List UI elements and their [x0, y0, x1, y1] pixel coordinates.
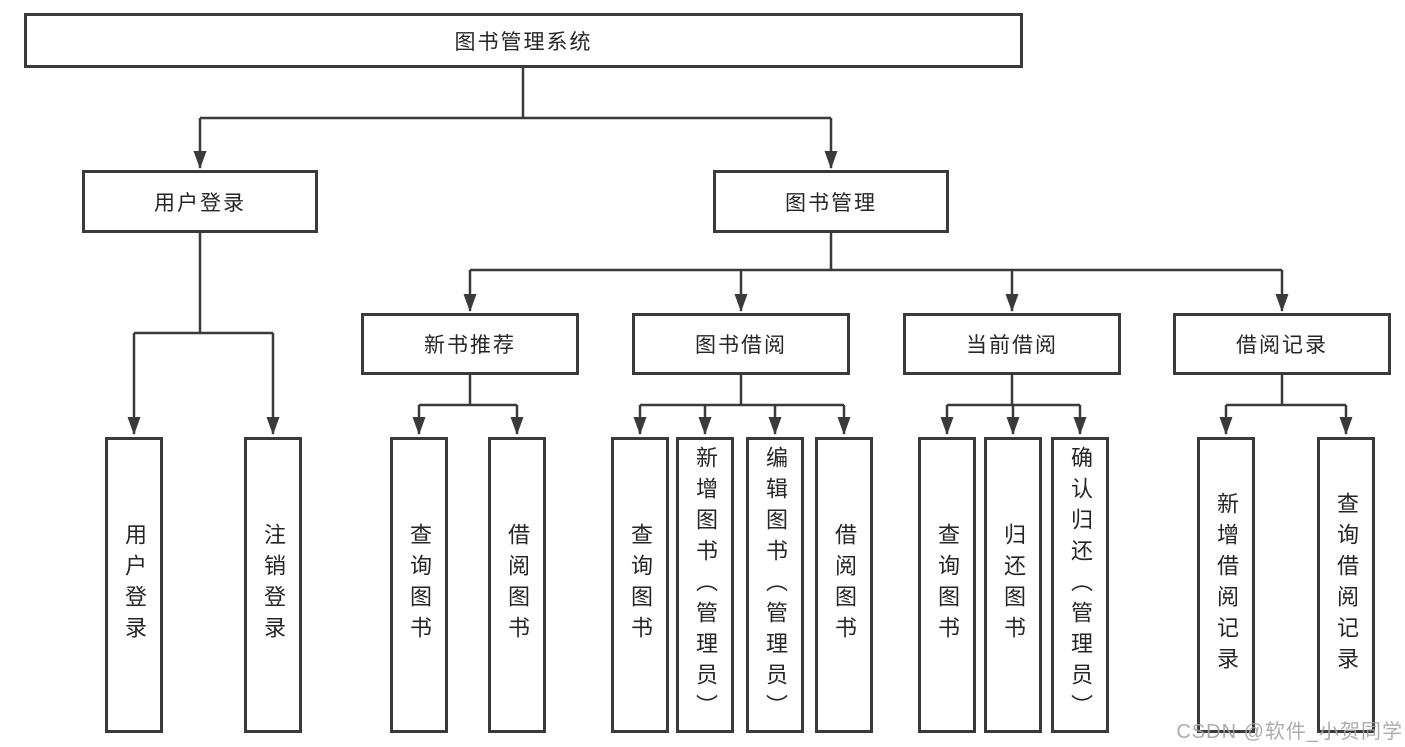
csdn-watermark: CSDN @软件_小贺同学: [1176, 721, 1403, 743]
leaf-edit-book-admin: 编辑图书（管理员）: [746, 437, 804, 733]
leaf-query-book-recommend: 查询图书: [390, 437, 448, 733]
node-book-borrowing: 图书借阅: [632, 313, 850, 375]
node-current-borrowing: 当前借阅: [903, 313, 1121, 375]
leaf-query-borrow-record: 查询借阅记录: [1317, 437, 1375, 733]
leaf-logout: 注销登录: [244, 437, 302, 733]
leaf-borrow-book-recommend: 借阅图书: [488, 437, 546, 733]
node-book-management: 图书管理: [713, 170, 949, 233]
node-new-book-recommendation: 新书推荐: [361, 313, 579, 375]
leaf-borrow-book: 借阅图书: [815, 437, 873, 733]
leaf-confirm-return-admin: 确认归还（管理员）: [1051, 437, 1109, 733]
leaf-return-book: 归还图书: [984, 437, 1042, 733]
leaf-query-book-current: 查询图书: [918, 437, 976, 733]
node-borrowing-records: 借阅记录: [1173, 313, 1391, 375]
leaf-user-login: 用户登录: [105, 437, 163, 733]
leaf-add-borrow-record: 新增借阅记录: [1197, 437, 1255, 733]
node-library-management-system: 图书管理系统: [24, 13, 1023, 68]
leaf-add-book-admin: 新增图书（管理员）: [676, 437, 734, 733]
node-user-login: 用户登录: [82, 170, 318, 233]
leaf-query-book-borrowing: 查询图书: [611, 437, 669, 733]
